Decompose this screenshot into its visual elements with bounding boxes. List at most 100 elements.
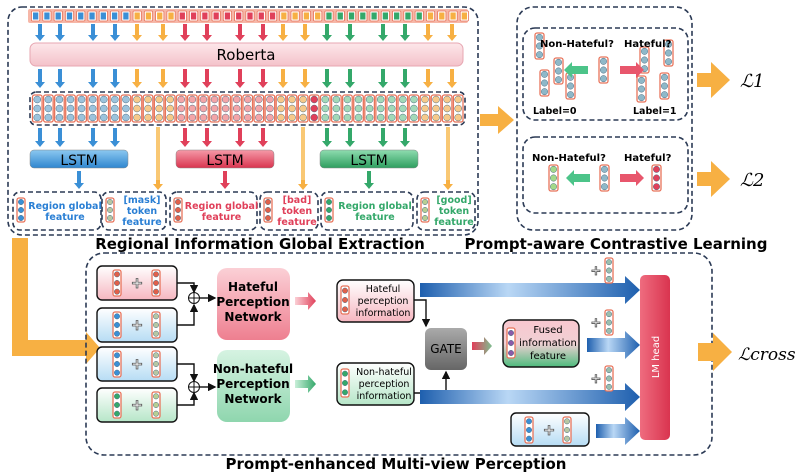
down-arrow [235, 24, 245, 41]
vector-node [155, 113, 163, 122]
gate-block [425, 328, 467, 370]
vector-node [277, 113, 285, 122]
vector-node [342, 287, 348, 294]
input-token-row [28, 9, 469, 23]
token [326, 12, 332, 20]
vector-node [454, 113, 462, 122]
vector-node [244, 95, 252, 104]
left-arrow-green-1 [564, 62, 588, 78]
vector-node [661, 91, 668, 99]
lm-head [640, 275, 670, 440]
lstm-block [175, 149, 275, 169]
vector-node [188, 95, 197, 104]
vector-node [422, 199, 428, 205]
contrastive-box-2 [522, 136, 689, 214]
vector-node [122, 113, 130, 122]
mask-token-arrow-head [298, 180, 308, 190]
vector-node [100, 104, 108, 113]
vector-node [606, 311, 612, 318]
vector-node [606, 319, 612, 326]
vector-node [244, 113, 252, 122]
vector-node [114, 280, 120, 286]
plus-icon: + [591, 372, 602, 387]
vector-node [606, 259, 612, 266]
vector-node [255, 113, 263, 122]
vector-node [55, 95, 64, 104]
feature-label-line: feature [122, 217, 161, 228]
vector-node [601, 183, 608, 191]
vector-node [288, 95, 296, 104]
vector-node [454, 95, 462, 104]
vector-node [638, 85, 645, 93]
feature-label-line: [bad] [283, 195, 312, 206]
vector-node [66, 95, 75, 104]
vector-node [266, 113, 274, 122]
down-arrow [55, 128, 65, 147]
vector-node [332, 113, 341, 122]
token [303, 12, 310, 20]
vector-node [421, 113, 429, 122]
vector-node [232, 104, 241, 113]
token [134, 12, 140, 20]
section-title-perception: Prompt-enhanced Multi-view Perception [226, 455, 567, 473]
arrow-nonhateful-network [295, 375, 316, 393]
vector-node [536, 33, 543, 41]
vector-node [114, 361, 120, 367]
vector-node [153, 393, 159, 400]
down-arrow [202, 128, 212, 147]
vector-node [432, 95, 440, 104]
vector-node [354, 95, 363, 104]
vector-node [600, 66, 607, 74]
vector-node [133, 113, 141, 122]
token [213, 12, 219, 20]
lstm-block [29, 149, 129, 169]
vector-node [299, 95, 307, 104]
vector-node [410, 113, 418, 122]
token-arrows [35, 24, 457, 41]
plus-icon: + [131, 396, 144, 414]
token [371, 12, 377, 20]
fused-feature-box [502, 319, 580, 368]
down-arrow [345, 69, 355, 88]
down-arrow [132, 24, 142, 41]
loss-1: ℒ1 [740, 71, 764, 92]
token [55, 12, 61, 20]
vector-node [288, 104, 296, 113]
token [89, 12, 95, 20]
vector-node [111, 95, 119, 104]
feature-label-line: [mask] [124, 195, 161, 206]
vector-node [638, 76, 645, 84]
right-arrow-red-2 [620, 170, 644, 186]
vector-node [601, 174, 608, 182]
vector-node [399, 104, 407, 113]
label-0: Label=0 [533, 106, 577, 117]
vector-node [114, 410, 120, 417]
vector-node [342, 370, 348, 377]
down-arrow [423, 24, 433, 41]
vector-node [55, 104, 64, 113]
mask-token-arrow [446, 127, 450, 183]
vector-node [606, 267, 612, 274]
vector-node [388, 113, 396, 122]
vector-node [564, 427, 570, 433]
vector-node [321, 95, 330, 104]
vector-node [653, 174, 660, 182]
vector-node [550, 183, 557, 191]
down-arrow [300, 24, 310, 41]
vector-node [199, 95, 208, 104]
vector-node [244, 104, 252, 113]
vector-node [18, 215, 24, 221]
token [157, 12, 163, 20]
vector-node [177, 95, 186, 104]
vector-node [342, 297, 348, 303]
vector-node [399, 95, 407, 104]
vector-node [44, 95, 53, 104]
token [360, 12, 366, 20]
